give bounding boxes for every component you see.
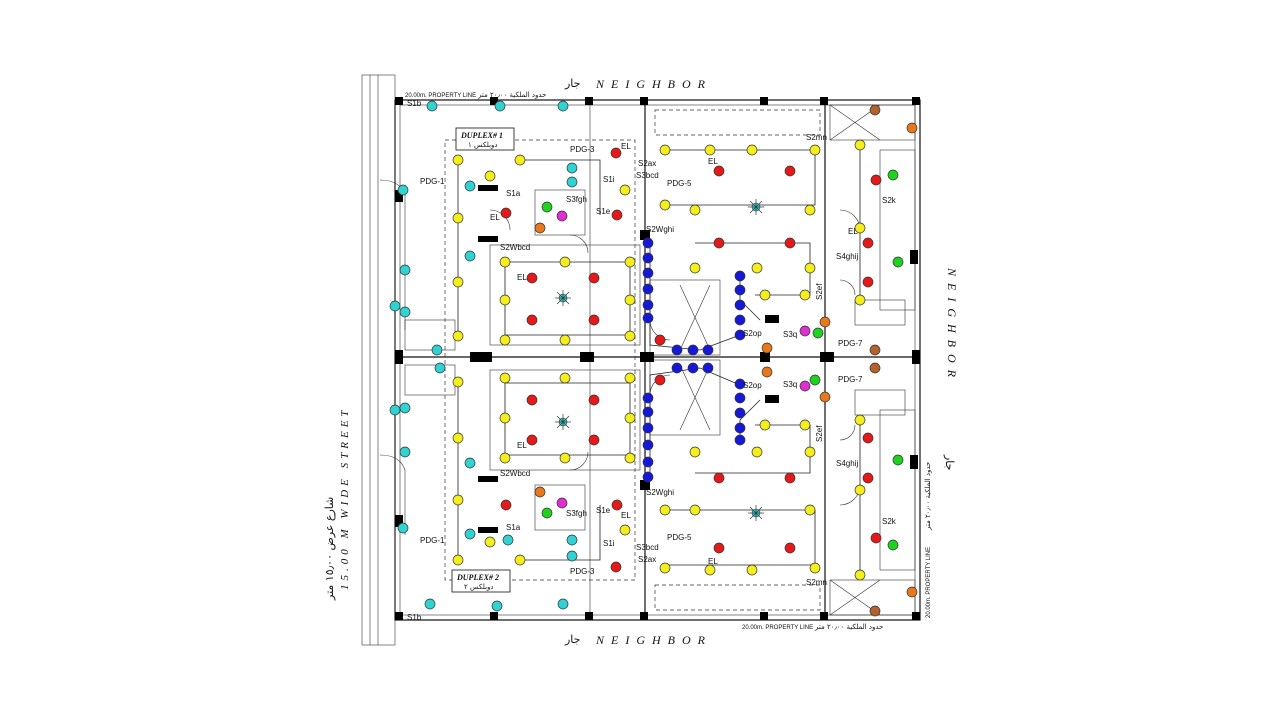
switch-label: EL bbox=[708, 157, 718, 166]
property-line-arabic-bottom: حدود الملكية ٢٠٫٠٠ متر bbox=[814, 623, 883, 631]
switch-label: S2mn bbox=[806, 133, 827, 142]
switch-label: EL bbox=[621, 142, 631, 151]
switch-label: S1b bbox=[407, 613, 422, 622]
switch-labels: S1b S1b S1a S1a S1e S1e S1i S1i S2Wbcd S… bbox=[407, 99, 897, 622]
switch-label: EL bbox=[517, 273, 527, 282]
switch-label: S1i bbox=[603, 539, 615, 548]
switch-label: S2Wghi bbox=[646, 488, 674, 497]
neighbor-label-top: NEIGHBOR bbox=[595, 77, 712, 91]
switch-label: S3fgh bbox=[566, 195, 587, 204]
switch-label: S2ax bbox=[638, 159, 656, 168]
switch-label: S2k bbox=[882, 517, 897, 526]
switch-label: EL bbox=[708, 557, 718, 566]
property-line-arabic-right: حدود الملكية ٢٠٫٠٠ متر bbox=[924, 462, 932, 531]
switch-label: S1a bbox=[506, 189, 521, 198]
switch-label: S3q bbox=[783, 380, 797, 389]
switch-label: S1b bbox=[407, 99, 422, 108]
duplex-1-tag: DUPLEX# 1 دوبلكس ١ bbox=[455, 127, 515, 151]
switch-label: PDG-5 bbox=[667, 179, 692, 188]
switch-label: S2Wbcd bbox=[500, 469, 530, 478]
switch-label: S2ef bbox=[815, 283, 824, 300]
property-line-right: 20.00m. PROPERTY LINE bbox=[926, 547, 932, 618]
switch-label: S2op bbox=[743, 329, 762, 338]
switch-label: S3bcd bbox=[636, 543, 659, 552]
switch-label: PDG-1 bbox=[420, 177, 445, 186]
switch-label: S2ef bbox=[815, 425, 824, 442]
switch-label: S1i bbox=[603, 175, 615, 184]
neighbor-arabic-top: جار bbox=[564, 77, 580, 90]
switch-label: S1e bbox=[596, 207, 611, 216]
neighbor-label-bottom: NEIGHBOR bbox=[595, 633, 712, 647]
switch-label: S1e bbox=[596, 506, 611, 515]
switch-label: EL bbox=[490, 213, 500, 222]
street-label: 15.00 M WIDE STREET bbox=[339, 406, 351, 590]
duplex-1-title: DUPLEX# 1 bbox=[460, 131, 503, 140]
switch-label: S2Wbcd bbox=[500, 243, 530, 252]
property-line-bottom: 20.00m. PROPERTY LINE bbox=[742, 625, 813, 631]
duplex-2-title: DUPLEX# 2 bbox=[456, 573, 499, 582]
property-line-top: 20.00m. PROPERTY LINE bbox=[405, 93, 476, 99]
property-line-arabic-top: حدود الملكية ٢٠٫٠٠ متر bbox=[477, 91, 546, 99]
switch-label: PDG-3 bbox=[570, 145, 595, 154]
switch-label: S2k bbox=[882, 196, 897, 205]
switch-label: S3q bbox=[783, 330, 797, 339]
switch-label: EL bbox=[848, 227, 858, 236]
structural-columns bbox=[395, 97, 920, 620]
switch-label: EL bbox=[517, 441, 527, 450]
switch-label: PDG-5 bbox=[667, 533, 692, 542]
switch-label: S4ghij bbox=[836, 252, 858, 261]
duplex-2-tag: DUPLEX# 2 دوبلكس ٢ bbox=[451, 569, 511, 593]
switch-label: S2mn bbox=[806, 578, 827, 587]
switch-label: S2ax bbox=[638, 555, 656, 564]
switch-label: S4ghij bbox=[836, 459, 858, 468]
switch-label: S3fgh bbox=[566, 509, 587, 518]
switch-label: S2op bbox=[743, 381, 762, 390]
neighbor-arabic-bottom: جار bbox=[564, 633, 580, 646]
switch-label: S3bcd bbox=[636, 171, 659, 180]
switch-label: S2Wghi bbox=[646, 225, 674, 234]
switch-label: PDG-1 bbox=[420, 536, 445, 545]
switch-label: EL bbox=[621, 511, 631, 520]
switch-label: PDG-3 bbox=[570, 567, 595, 576]
switch-label: PDG-7 bbox=[838, 339, 863, 348]
duplex-1-arabic: دوبلكس ١ bbox=[468, 141, 498, 149]
light-fixtures bbox=[389, 100, 918, 617]
switch-label: PDG-7 bbox=[838, 375, 863, 384]
neighbor-label-right: NEIGHBOR bbox=[945, 267, 959, 384]
duplex-2-arabic: دوبلكس ٢ bbox=[464, 583, 494, 591]
switch-label: S1a bbox=[506, 523, 521, 532]
neighbor-arabic-right: جار bbox=[943, 454, 956, 470]
street-arabic-label: شارع عرض ١٥٫٠٠ متر bbox=[323, 497, 336, 601]
